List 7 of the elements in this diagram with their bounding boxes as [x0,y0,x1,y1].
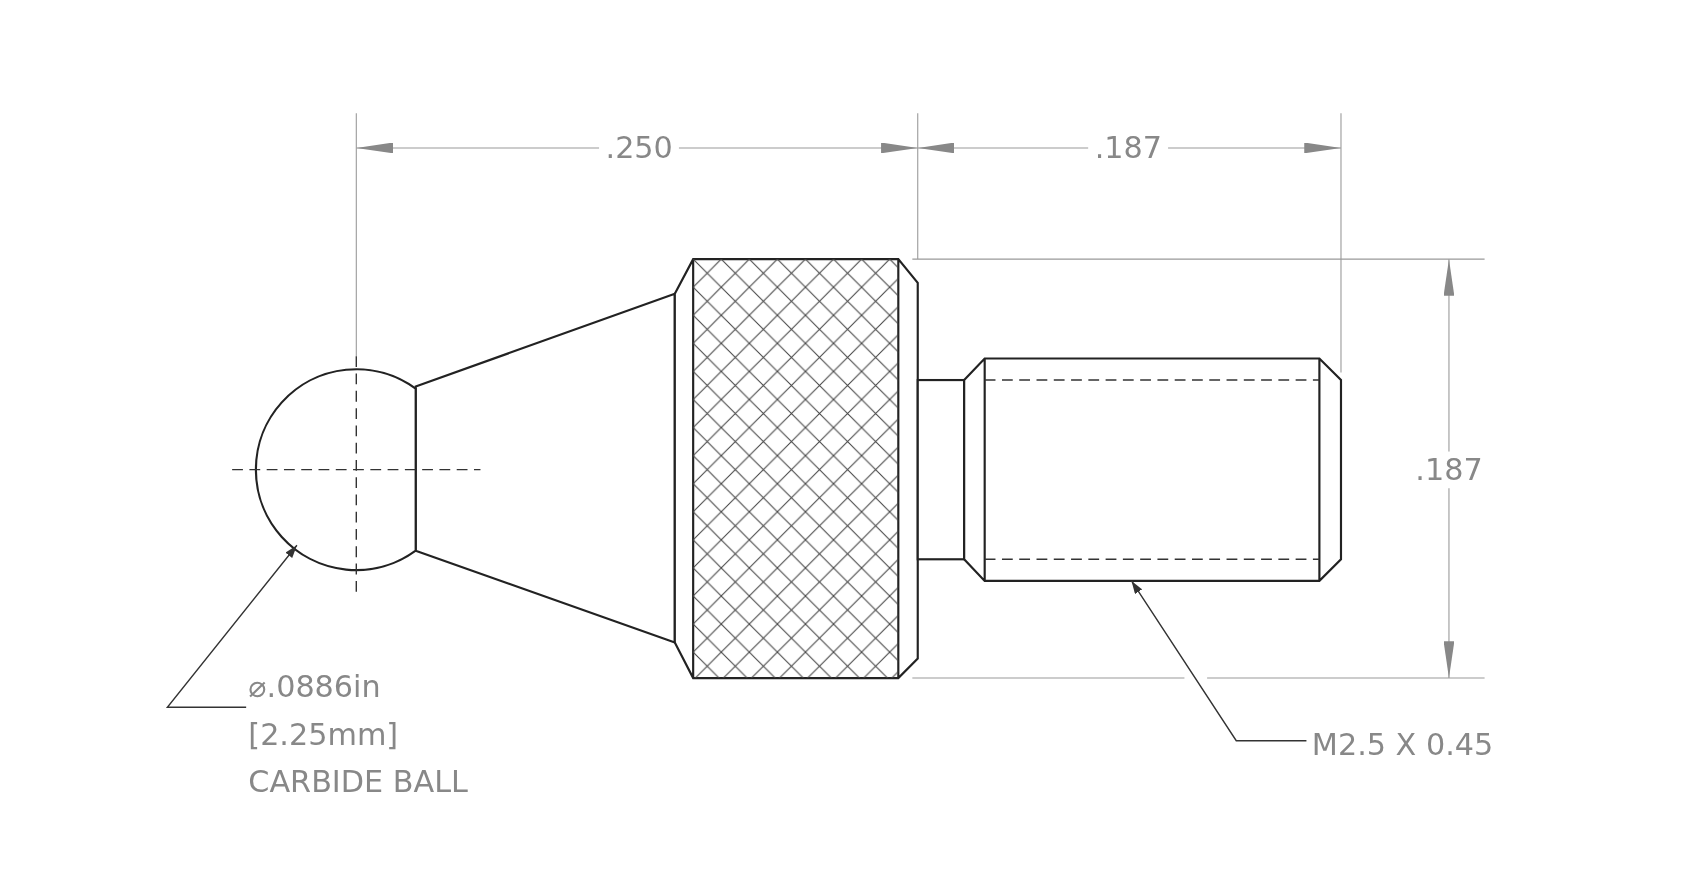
callout-line: M2.5 X 0.45 [1311,725,1494,765]
callout-line: CARBIDE BALL [248,763,468,803]
leader-line [165,544,298,708]
callout-line: ⌀.0886in [248,668,382,708]
threaded-shank [963,357,1343,582]
leader-line [1130,580,1308,742]
callout-line: [2.25mm] [248,715,400,755]
